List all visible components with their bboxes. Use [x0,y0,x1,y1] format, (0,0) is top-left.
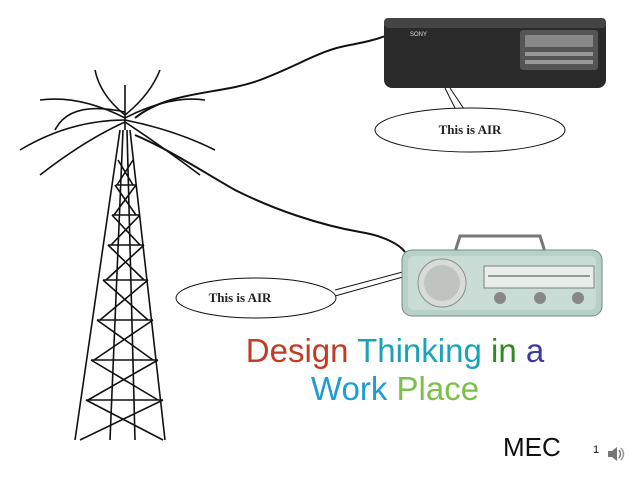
title-word: Work [310,370,388,407]
title-word: Design [245,332,349,369]
vintage-radio-icon [401,234,603,317]
title-word: in [491,332,517,369]
bubble-bottom-text: This is AIR [209,290,272,305]
slide-title: Design Thinking in a Work Place [195,332,595,408]
slide-number: 1 [593,444,600,456]
title-word: a [525,332,545,369]
title-word: Place [396,370,480,407]
antenna-tower-icon [19,69,216,441]
bubble-top-text: This is AIR [439,122,502,137]
radio-brand: SONY [410,32,427,38]
title-word: Thinking [357,332,482,369]
author-label: MEC [503,432,561,462]
speaker-icon[interactable] [605,443,627,465]
speech-bubble-bottom: This is AIR [175,277,337,319]
signal-wave [134,35,406,253]
portable-radio-icon: SONY [384,18,606,88]
speech-bubble-top: This is AIR [374,107,566,153]
